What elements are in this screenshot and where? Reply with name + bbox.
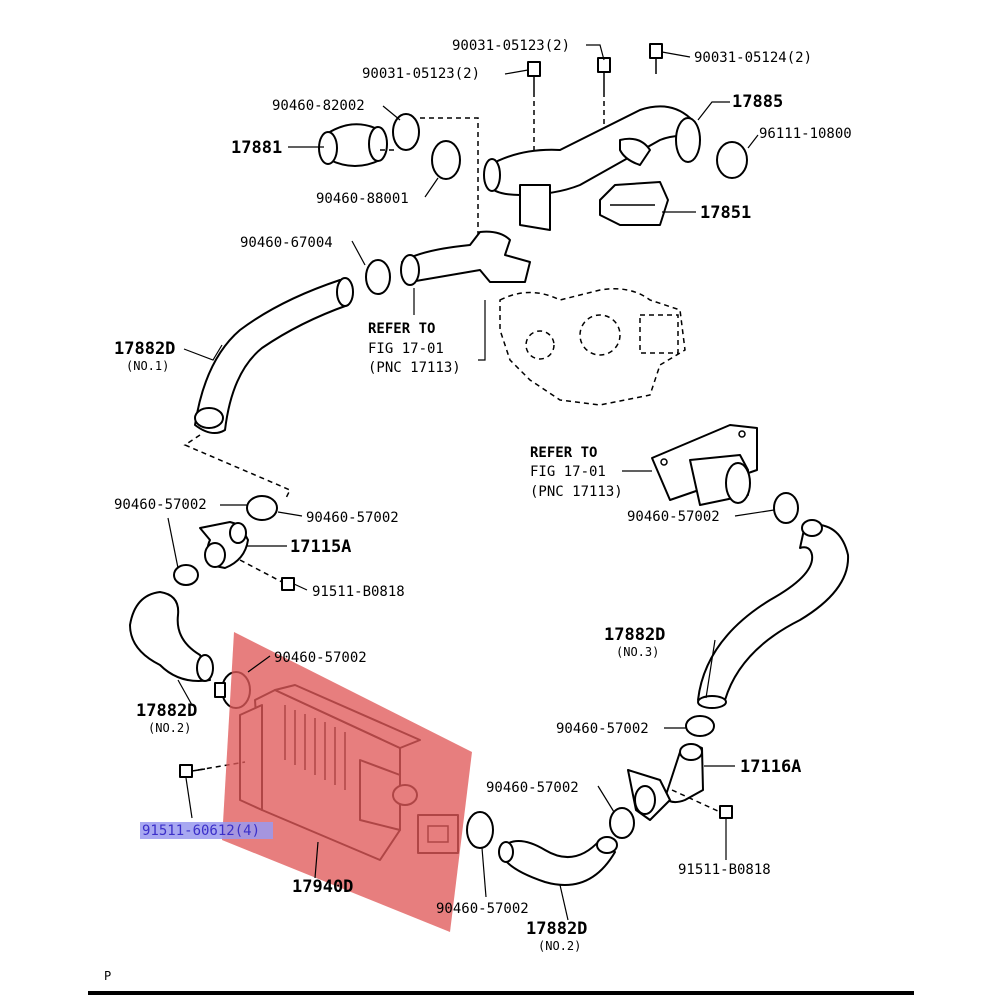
bolt-90031-05123-a bbox=[527, 61, 541, 92]
pipe-17116A bbox=[609, 743, 733, 839]
hose-17882D-no2-right bbox=[498, 836, 618, 886]
label-17882D-no2-right-sub: (NO.2) bbox=[538, 939, 581, 953]
hose-17882D-no2-left bbox=[129, 591, 214, 682]
label-90460-88001: 90460-88001 bbox=[316, 191, 409, 207]
label-90460-57002-a: 90460-57002 bbox=[114, 497, 207, 513]
clamp-90460-57002-d bbox=[773, 492, 799, 524]
label-17116A: 17116A bbox=[740, 757, 801, 777]
label-96111-10800: 96111-10800 bbox=[759, 126, 852, 142]
label-17882D-no3-sub: (NO.3) bbox=[616, 645, 659, 659]
refer-a-line3: (PNC 17113) bbox=[368, 360, 461, 376]
label-90460-57002-e: 90460-57002 bbox=[556, 721, 649, 737]
label-17940D: 17940D bbox=[292, 877, 353, 897]
label-90031-05123-b: 90031-05123(2) bbox=[362, 66, 480, 82]
refer-b-line3: (PNC 17113) bbox=[530, 484, 623, 500]
label-90031-05123-a: 90031-05123(2) bbox=[452, 38, 570, 54]
refer-b-line1: REFER TO bbox=[530, 445, 597, 461]
refer-b-line2: FIG 17-01 bbox=[530, 464, 606, 480]
label-91511-60612: 91511-60612(4) bbox=[142, 823, 260, 839]
part-labels: 90031-05123(2) 90031-05123(2) 90031-0512… bbox=[104, 38, 852, 983]
label-17882D-no1-sub: (NO.1) bbox=[126, 359, 169, 373]
label-17881: 17881 bbox=[231, 138, 282, 158]
clamp-90460-57002-e bbox=[685, 715, 715, 737]
label-90460-67004: 90460-67004 bbox=[240, 235, 333, 251]
label-17882D-no2-left: 17882D bbox=[136, 701, 197, 721]
bottom-rule bbox=[88, 991, 914, 995]
refer-a-line2: FIG 17-01 bbox=[368, 341, 444, 357]
label-17885: 17885 bbox=[732, 92, 783, 112]
label-90460-57002-b: 90460-57002 bbox=[306, 510, 399, 526]
bolt-91511-b0818-b bbox=[671, 789, 733, 819]
label-90460-82002: 90460-82002 bbox=[272, 98, 365, 114]
label-90460-57002-d: 90460-57002 bbox=[627, 509, 720, 525]
refer-a-line1: REFER TO bbox=[368, 321, 435, 337]
clamp-90460-57002-g bbox=[466, 811, 494, 849]
footer-letter: P bbox=[104, 969, 111, 983]
label-90460-57002-g: 90460-57002 bbox=[436, 901, 529, 917]
bolt-91511-b0818-a bbox=[239, 559, 295, 591]
intake-pipe-assembly bbox=[318, 43, 748, 406]
outlet-flange-plate bbox=[651, 424, 758, 506]
label-91511-b0818-b: 91511-B0818 bbox=[678, 862, 771, 878]
clamp-90460-67004 bbox=[365, 259, 391, 295]
label-90031-05124: 90031-05124(2) bbox=[694, 50, 812, 66]
leader-lines bbox=[167, 44, 775, 921]
clamp-90460-57002-f bbox=[609, 807, 635, 839]
hose-17882D-no1 bbox=[194, 277, 354, 435]
hose-17882D-no3 bbox=[697, 519, 850, 709]
label-91511-b0818-a: 91511-B0818 bbox=[312, 584, 405, 600]
label-17882D-no3: 17882D bbox=[604, 625, 665, 645]
clamp-90460-82002 bbox=[392, 113, 420, 151]
label-17115A: 17115A bbox=[290, 537, 351, 557]
label-90460-57002-f: 90460-57002 bbox=[486, 780, 579, 796]
bolt-90031-05124 bbox=[649, 43, 663, 74]
label-17882D-no2-right: 17882D bbox=[526, 919, 587, 939]
pipe-17115A bbox=[173, 495, 295, 591]
bolt-91511-60612 bbox=[179, 764, 206, 778]
bolt-90031-05123-b bbox=[597, 57, 611, 92]
label-17882D-no2-left-sub: (NO.2) bbox=[148, 721, 191, 735]
label-17851: 17851 bbox=[700, 203, 751, 223]
label-90460-57002-c: 90460-57002 bbox=[274, 650, 367, 666]
clamp-90460-88001 bbox=[431, 140, 461, 180]
intercooler-highlight bbox=[222, 632, 472, 932]
clamp-96111-10800 bbox=[716, 141, 748, 179]
label-91511-60612-highlight bbox=[140, 822, 273, 839]
label-17882D-no1: 17882D bbox=[114, 339, 175, 359]
